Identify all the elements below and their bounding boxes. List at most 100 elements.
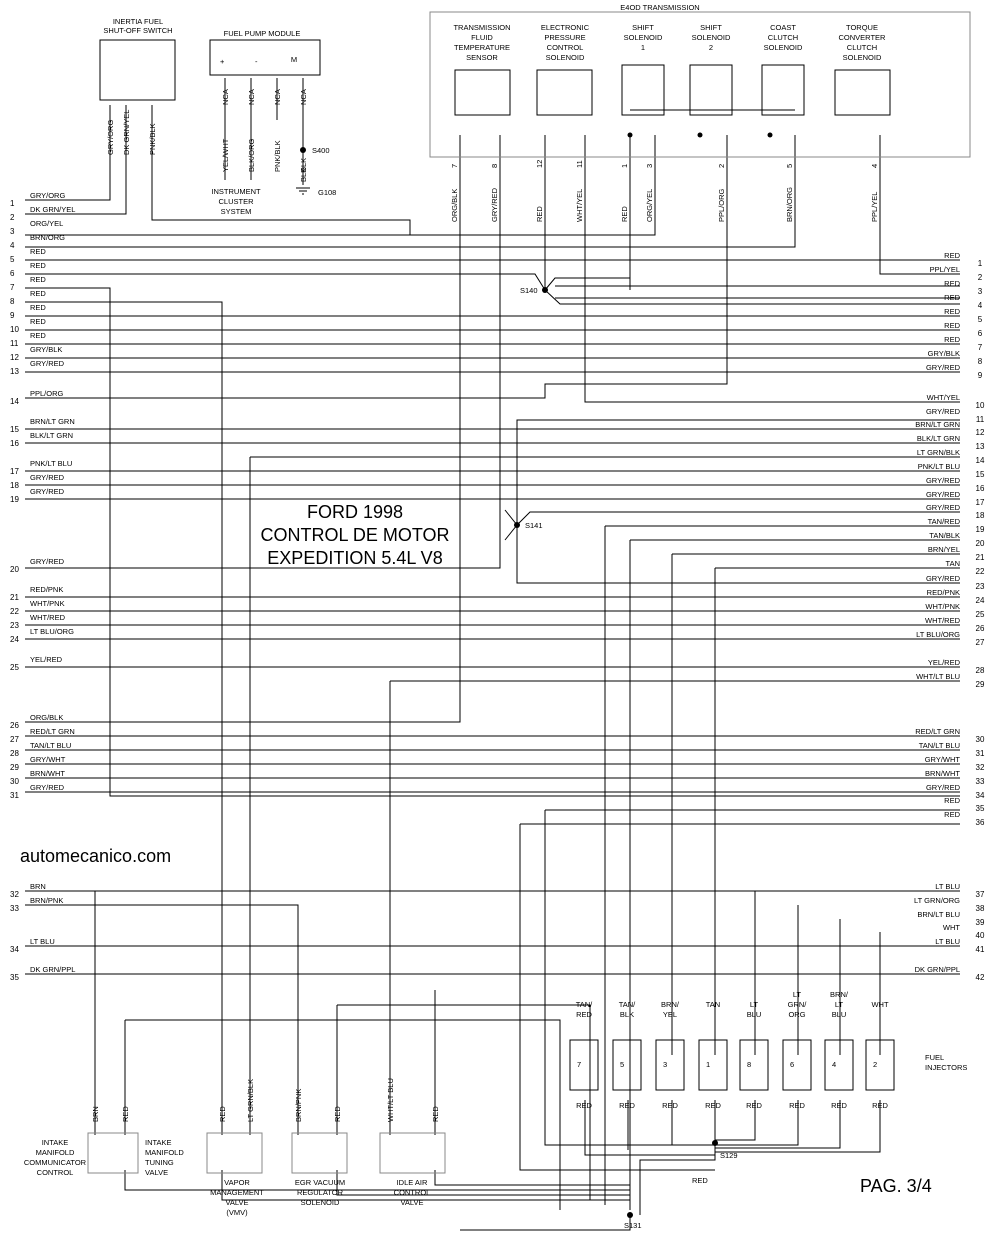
left-pin-color: ORG/YEL	[30, 219, 63, 228]
splice-s141: S141	[525, 521, 543, 530]
e4od-component-label: SHIFT	[700, 23, 722, 32]
right-pin-color: TAN/RED	[928, 517, 961, 526]
left-pin-number: 30	[10, 777, 19, 786]
intake-communicator-label: MANIFOLD	[36, 1148, 75, 1157]
injector-number: 2	[873, 1060, 877, 1069]
right-pin-number: 36	[976, 818, 985, 827]
splice-dots	[300, 132, 773, 1218]
fuel-injectors-label: FUEL	[925, 1053, 944, 1062]
left-pin-color: ORG/BLK	[30, 713, 63, 722]
intake-tuning-label: MANIFOLD	[145, 1148, 184, 1157]
e4od-pin-number: 12	[535, 160, 544, 168]
e4od-component-label: SHIFT	[632, 23, 654, 32]
e4od-component-label: ELECTRONIC	[541, 23, 590, 32]
ground-symbol	[296, 187, 310, 195]
fuel-pump-nca: NCA	[299, 89, 308, 105]
injector-wire-color: TAN/	[576, 1000, 593, 1009]
e4od-pin-number: 2	[717, 164, 726, 168]
right-pin-color: LT GRN/ORG	[914, 896, 960, 905]
left-pin-number: 20	[10, 565, 19, 574]
e4od-pin-color: ORG/BLK	[450, 189, 459, 222]
right-pin-color: RED	[944, 251, 960, 260]
inertia-title: SHUT-OFF SWITCH	[103, 26, 172, 35]
right-pin-number: 33	[976, 777, 985, 786]
injector-ground-color: RED	[705, 1101, 721, 1110]
left-pin-number: 2	[10, 213, 15, 222]
e4od-pin-color: PPL/YEL	[870, 192, 879, 222]
left-pin-color: RED	[30, 247, 46, 256]
injector-wire-color: TAN/	[619, 1000, 636, 1009]
left-pin-color: YEL/RED	[30, 655, 63, 664]
fuel-pump-blk: BLK	[299, 168, 308, 182]
bottom-component-label: CONTROL	[394, 1188, 431, 1197]
e4od-component-label: CONVERTER	[839, 33, 887, 42]
bottom-wire-color: LT GRN/BLK	[246, 1079, 255, 1122]
right-pin-color: LT BLU/ORG	[916, 630, 960, 639]
right-pin-number: 29	[976, 680, 985, 689]
right-pin-number: 22	[976, 567, 985, 576]
right-pin-number: 38	[976, 904, 985, 913]
left-pin-number: 17	[10, 467, 19, 476]
left-pin-color: BRN	[30, 882, 46, 891]
left-pin-number: 16	[10, 439, 19, 448]
left-pin-number: 11	[10, 339, 19, 348]
injector-ground-color: RED	[831, 1101, 847, 1110]
left-pin-number: 12	[10, 353, 19, 362]
right-pin-color: WHT/RED	[925, 616, 961, 625]
right-pin-color: LT BLU	[935, 937, 960, 946]
bottom-component-label: MANAGEMENT	[210, 1188, 264, 1197]
right-pin-number: 18	[976, 511, 985, 520]
fuel-pump-wire-color: PNK/BLK	[273, 140, 282, 172]
fuel-pump-nca: NCA	[273, 89, 282, 105]
injector-wire-color: TAN	[706, 1000, 720, 1009]
left-pin-number: 33	[10, 904, 19, 913]
right-pin-number: 15	[976, 470, 985, 479]
right-pin-color: WHT/YEL	[927, 393, 960, 402]
inertia-wire-color: PNK/BLK	[148, 123, 157, 155]
left-pin-color: GRY/RED	[30, 783, 65, 792]
left-pin-number: 25	[10, 663, 19, 672]
left-pin-color: RED	[30, 317, 46, 326]
left-pin-number: 8	[10, 297, 15, 306]
fuel-pump-wire-color: BLK/ORG	[247, 138, 256, 172]
right-pin-color: GRY/BLK	[928, 349, 960, 358]
right-pin-number: 34	[976, 791, 985, 800]
right-pin-number: 31	[976, 749, 985, 758]
injector-wire-color: RED	[576, 1010, 592, 1019]
right-pin-labels: 1RED2PPL/YEL3RED4RED5RED6RED7RED8GRY/BLK…	[914, 251, 985, 982]
right-pin-number: 40	[976, 931, 985, 940]
injector-wire-color: WHT	[871, 1000, 888, 1009]
injector-wire-color: ORG	[788, 1010, 805, 1019]
left-pin-number: 19	[10, 495, 19, 504]
right-pin-number: 7	[978, 343, 983, 352]
injector-number: 8	[747, 1060, 751, 1069]
left-pin-number: 23	[10, 621, 19, 630]
right-pin-number: 14	[976, 456, 985, 465]
right-pin-color: BRN/YEL	[928, 545, 960, 554]
left-pin-color: RED	[30, 275, 46, 284]
right-pin-number: 3	[978, 287, 983, 296]
left-pin-number: 22	[10, 607, 19, 616]
left-pin-color: GRY/RED	[30, 473, 65, 482]
splice-s129: S129	[720, 1151, 738, 1160]
e4od-component-label: CLUTCH	[847, 43, 877, 52]
right-pin-color: GRY/RED	[926, 476, 961, 485]
fuel-pump-minus: -	[255, 57, 258, 66]
right-pin-color: RED	[944, 279, 960, 288]
right-pin-number: 8	[978, 357, 983, 366]
left-pin-color: GRY/RED	[30, 487, 65, 496]
left-pin-color: GRY/BLK	[30, 345, 62, 354]
page-number: PAG. 3/4	[860, 1176, 932, 1196]
intake-tuning-label: VALVE	[145, 1168, 168, 1177]
right-pin-number: 26	[976, 624, 985, 633]
left-pin-number: 32	[10, 890, 19, 899]
right-pin-color: GRY/RED	[926, 503, 961, 512]
injector-number: 6	[790, 1060, 794, 1069]
fuel-pump-nca: NCA	[247, 89, 256, 105]
intake-communicator-label: CONTROL	[37, 1168, 74, 1177]
left-pin-color: RED	[30, 261, 46, 270]
injector-wire-color: LT	[835, 1000, 844, 1009]
inertia-title: INERTIA FUEL	[113, 17, 163, 26]
right-pin-color: GRY/RED	[926, 363, 961, 372]
right-pin-color: TAN/LT BLU	[919, 741, 960, 750]
